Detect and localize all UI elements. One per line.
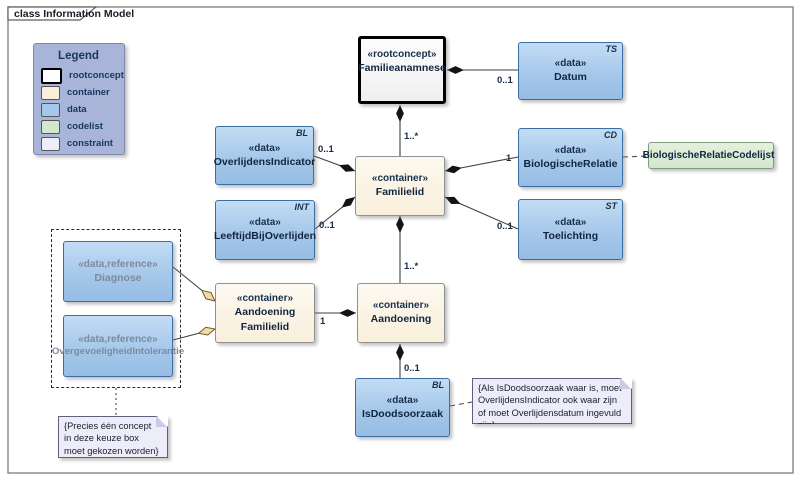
node-overgevoeligheidintolerantie[interactable]: «data,reference» OvergevoeligheidIntoler… [52,315,184,377]
legend-item-rootconcept: rootconcept [41,67,124,84]
multiplicity-label: 0..1 [319,220,335,231]
legend-item-constraint: constraint [41,135,124,152]
node-isdoodsoorzaak[interactable]: BL «data» IsDoodsoorzaak [355,378,450,437]
note-fold-icon [156,416,167,427]
choice-box[interactable] [51,229,181,388]
type-marker: ST [605,201,617,211]
legend-item-data: data [41,101,124,118]
type-marker: BL [432,380,444,390]
note-constraint-isdoodsoorzaak[interactable]: {Als IsDoodsoorzaak waar is, moet Overli… [472,378,632,424]
rootconcept-swatch-icon [41,67,62,84]
node-familieanamnese[interactable]: «rootconcept» Familieanamnese [358,36,446,104]
multiplicity-label: 1 [320,316,326,327]
type-marker: INT [294,202,310,212]
note-fold-icon [620,378,631,389]
node-datum[interactable]: TS «data» Datum [518,42,623,100]
multiplicity-label: 0..1 [497,75,513,86]
node-diagnose[interactable]: «data,reference» Diagnose [63,241,173,302]
node-overlijdensindicator[interactable]: BL «data» OverlijdensIndicator [214,126,315,185]
multiplicity-label: 1..* [404,261,419,272]
node-toelichting[interactable]: ST «data» Toelichting [518,199,623,260]
legend-title: Legend [58,50,99,62]
constraint-swatch-icon [41,136,60,151]
note-choice-box[interactable]: {Precies één concept in deze keuze box m… [58,416,168,458]
diagram-tab-label: class Information Model [14,8,135,20]
legend-item-codelist: codelist [41,118,124,135]
link-isdoodsoorzaak-note[interactable] [449,401,473,407]
multiplicity-label: 0..1 [318,144,334,155]
type-marker: CD [604,130,617,140]
link-familielid-overlijdensindicator[interactable] [313,155,356,172]
multiplicity-label: 1..* [404,131,419,142]
node-biologischerelatiecodelijst[interactable]: BiologischeRelatieCodelijst [643,142,774,169]
type-marker: TS [605,44,617,54]
node-leeftijdbijoverlijden[interactable]: INT «data» LeeftijdBijOverlijden [214,200,316,260]
legend: Legend rootconcept container data codeli… [33,43,125,155]
node-aandoeningfamilielid[interactable]: «container» Aandoening Familielid [215,283,315,343]
multiplicity-label: 1 [506,153,512,164]
type-marker: BL [296,128,308,138]
data-swatch-icon [41,102,60,117]
legend-item-container: container [41,84,124,101]
multiplicity-label: 0..1 [404,363,420,374]
container-swatch-icon [41,85,60,100]
node-biologischerelatie[interactable]: CD «data» BiologischeRelatie [518,128,623,187]
node-familielid[interactable]: «container» Familielid [355,156,445,216]
multiplicity-label: 0..1 [497,221,513,232]
codelist-swatch-icon [41,119,60,134]
node-aandoening[interactable]: «container» Aandoening [357,283,445,343]
